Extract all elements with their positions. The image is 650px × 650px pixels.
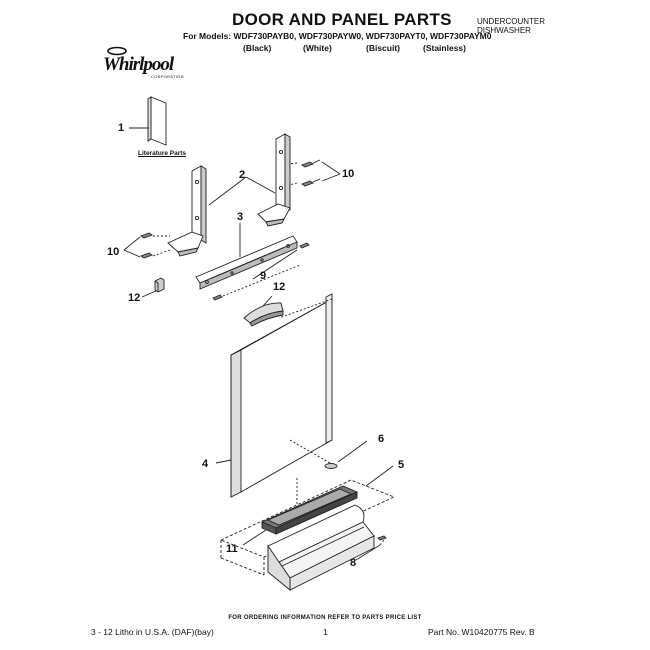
door-latch-bracket bbox=[195, 235, 298, 290]
callout-2: 2 bbox=[239, 169, 246, 181]
outer-door-panel bbox=[230, 293, 333, 498]
leader-9 bbox=[252, 249, 298, 280]
page-number: 1 bbox=[323, 627, 328, 637]
leader-10a bbox=[321, 161, 341, 175]
door-plug bbox=[324, 463, 338, 469]
appliance-type: UNDERCOUNTER DISHWASHER bbox=[477, 17, 545, 35]
leader-10d bbox=[123, 249, 141, 258]
screws-right bbox=[301, 159, 321, 187]
callout-10-right: 10 bbox=[342, 168, 355, 180]
model-list: For Models: WDF730PAYB0, WDF730PAYW0, WD… bbox=[183, 31, 492, 41]
color-biscuit: (Biscuit) bbox=[366, 43, 400, 53]
leader-2a bbox=[208, 176, 247, 206]
callout-8: 8 bbox=[350, 557, 357, 569]
leader-12a bbox=[141, 290, 157, 298]
latch-screws bbox=[212, 242, 310, 301]
callout-5: 5 bbox=[398, 459, 405, 471]
brand-name: Whirlpool bbox=[103, 54, 174, 75]
callout-4: 4 bbox=[202, 458, 209, 470]
leader-5 bbox=[365, 465, 394, 487]
ordering-note: FOR ORDERING INFORMATION REFER TO PARTS … bbox=[228, 615, 422, 621]
keypad-overlay bbox=[260, 485, 359, 535]
door-handle bbox=[243, 302, 284, 327]
leader-12b bbox=[262, 295, 273, 307]
leader-8 bbox=[355, 544, 381, 561]
appliance-type-line1: UNDERCOUNTER bbox=[477, 17, 545, 26]
color-black: (Black) bbox=[243, 43, 272, 53]
literature-booklet bbox=[147, 96, 167, 146]
hinge-left bbox=[167, 165, 207, 257]
model-colors: (Black) (White) (Biscuit) (Stainless) bbox=[0, 43, 650, 55]
logo-swoosh-icon bbox=[107, 46, 127, 56]
leader-11 bbox=[242, 529, 267, 546]
console-screw bbox=[377, 535, 387, 541]
callout-6: 6 bbox=[378, 433, 385, 445]
leader-10b bbox=[321, 173, 341, 182]
callout-3: 3 bbox=[237, 211, 244, 223]
screws-left bbox=[140, 232, 153, 259]
leader-10c bbox=[123, 236, 141, 251]
callout-10-left: 10 bbox=[107, 246, 120, 258]
callout-9: 9 bbox=[260, 270, 267, 282]
appliance-type-line2: DISHWASHER bbox=[477, 26, 531, 35]
hinge-right bbox=[257, 133, 291, 227]
callout-12-left: 12 bbox=[128, 292, 141, 304]
leader-4 bbox=[215, 459, 232, 464]
litho-info: 3 - 12 Litho in U.S.A. (DAF)(bay) bbox=[91, 627, 214, 637]
color-white: (White) bbox=[303, 43, 332, 53]
console-panel bbox=[267, 504, 375, 591]
callout-11: 11 bbox=[226, 543, 238, 555]
control-panel-outline bbox=[219, 479, 396, 576]
leader-6 bbox=[337, 440, 368, 463]
brand-sub: CORPORATION bbox=[151, 74, 184, 79]
brand-logo: Whirlpool CORPORATION bbox=[103, 46, 193, 82]
callout-1: 1 bbox=[118, 122, 125, 134]
leader-2b bbox=[245, 176, 276, 194]
color-stainless: (Stainless) bbox=[423, 43, 466, 53]
part-number: Part No. W10420775 Rev. B bbox=[428, 627, 535, 637]
callout-12-right: 12 bbox=[273, 281, 286, 293]
page-title: DOOR AND PANEL PARTS bbox=[232, 10, 452, 29]
clip-left bbox=[154, 277, 165, 293]
literature-parts-label: Literature Parts bbox=[138, 150, 187, 157]
